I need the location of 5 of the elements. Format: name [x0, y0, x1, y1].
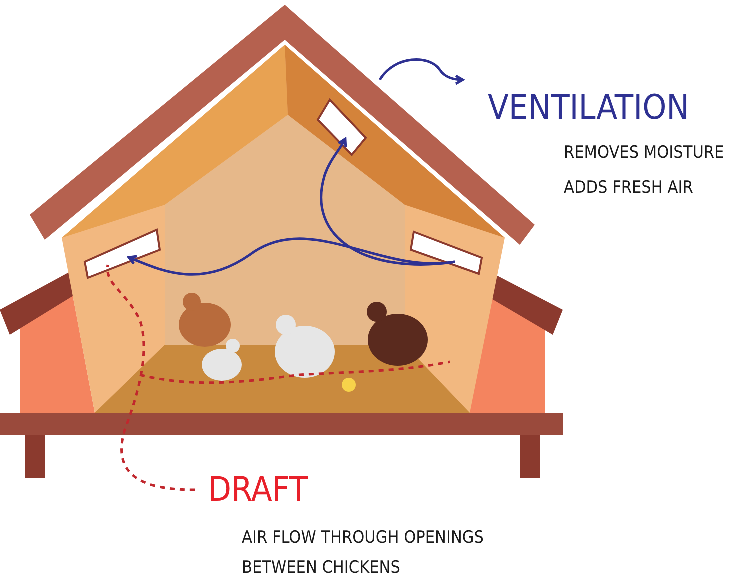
note-text: ADDS FRESH AIR	[564, 178, 694, 198]
note-text: REMOVES MOISTURE	[564, 143, 724, 163]
heading: DRAFT	[208, 470, 308, 510]
note-text: AIR FLOW THROUGH OPENINGS BETWEEN CHICKENS	[242, 527, 485, 580]
heading: VENTILATION	[488, 88, 690, 128]
